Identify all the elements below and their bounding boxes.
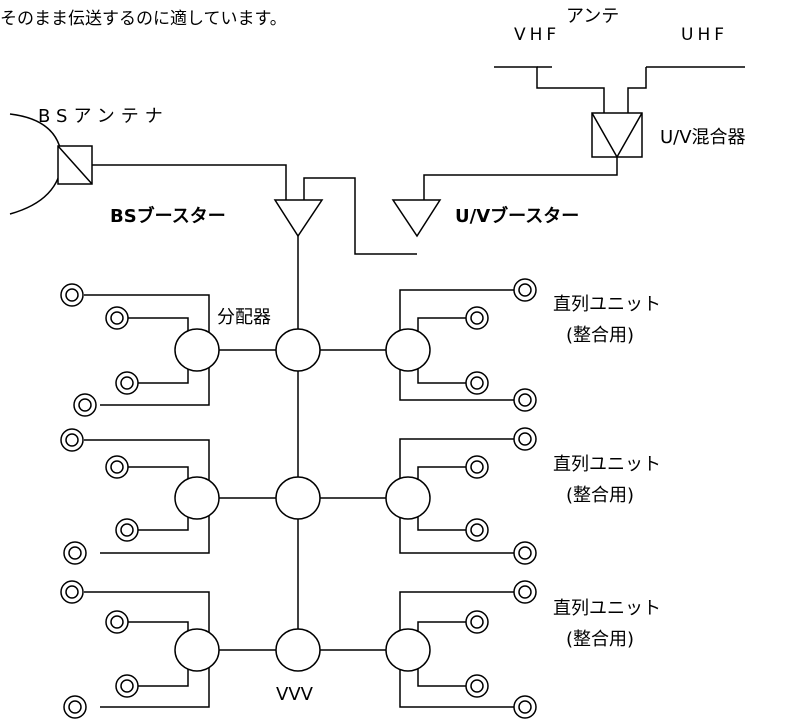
branch-wire: [399, 591, 514, 640]
branch-wire: [399, 289, 514, 340]
series-unit: [275, 328, 321, 372]
branch-wire: [100, 660, 210, 708]
series-unit-label: 直列ユニット: [553, 294, 661, 315]
branch-wire: [84, 294, 210, 340]
series-unit: [174, 476, 220, 520]
bs-antenna: [9, 113, 93, 215]
terminator-label: VVV: [276, 684, 314, 705]
outlet-inner-ring: [120, 523, 134, 537]
outlet-inner-ring: [68, 546, 82, 560]
bs-booster: [273, 199, 324, 238]
antenna-title-label: アンテ: [566, 6, 619, 27]
outlet-inner-ring: [518, 700, 532, 714]
branch-wire: [399, 508, 514, 554]
outlet-inner-ring: [110, 460, 124, 474]
bs-antenna-label: BSアンテナ: [38, 106, 169, 127]
branch-wire: [84, 591, 210, 640]
bs-booster-label: BSブースター: [110, 205, 226, 227]
uv-mixer: [591, 112, 643, 159]
outlet-inner-ring: [120, 376, 134, 390]
outlet-inner-ring: [470, 679, 484, 693]
branch-wire: [100, 360, 210, 406]
uhf-label: UHF: [681, 25, 728, 45]
branch-wire: [100, 508, 210, 554]
series-unit: [174, 328, 220, 372]
outlet-inner-ring: [518, 393, 532, 407]
outlet-inner-ring: [470, 523, 484, 537]
series-unit-label: 直列ユニット: [553, 598, 661, 619]
caption-text: そのまま伝送するのに適しています。: [0, 9, 287, 29]
matching-note-label: (整合用): [566, 485, 634, 506]
outlet-inner-ring: [65, 288, 79, 302]
vhf-label: VHF: [514, 25, 560, 45]
series-unit: [174, 628, 220, 672]
uv-booster: [391, 199, 442, 238]
series-unit: [275, 476, 321, 520]
branch-wire: [399, 360, 514, 401]
matching-note-label: (整合用): [566, 629, 634, 650]
series-unit-label: 直列ユニット: [553, 454, 661, 475]
uv-mixer-label: U/V混合器: [660, 127, 746, 148]
distribution-rows: [60, 278, 537, 719]
outlet-inner-ring: [470, 376, 484, 390]
outlet-inner-ring: [470, 311, 484, 325]
outlet-inner-ring: [518, 546, 532, 560]
series-unit: [385, 328, 431, 372]
outlet-inner-ring: [65, 585, 79, 599]
outlet-inner-ring: [470, 615, 484, 629]
trunk-wires: [92, 157, 618, 646]
outlet-inner-ring: [78, 398, 92, 412]
branch-wire: [84, 439, 210, 488]
outlet-inner-ring: [518, 283, 532, 297]
outlet-inner-ring: [110, 615, 124, 629]
outlet-inner-ring: [518, 585, 532, 599]
uv-booster-label: U/Vブースター: [455, 205, 579, 227]
matching-note-label: (整合用): [566, 325, 634, 346]
series-unit: [385, 476, 431, 520]
outlet-inner-ring: [110, 311, 124, 325]
vhf-uhf-antenna: [494, 66, 745, 113]
distributor-label: 分配器: [217, 307, 271, 328]
outlet-inner-ring: [518, 432, 532, 446]
series-unit: [385, 628, 431, 672]
outlet-inner-ring: [65, 433, 79, 447]
outlet-inner-ring: [470, 460, 484, 474]
series-unit: [275, 628, 321, 672]
outlet-inner-ring: [120, 679, 134, 693]
branch-wire: [399, 660, 514, 708]
branch-wire: [399, 438, 514, 488]
outlet-inner-ring: [68, 700, 82, 714]
